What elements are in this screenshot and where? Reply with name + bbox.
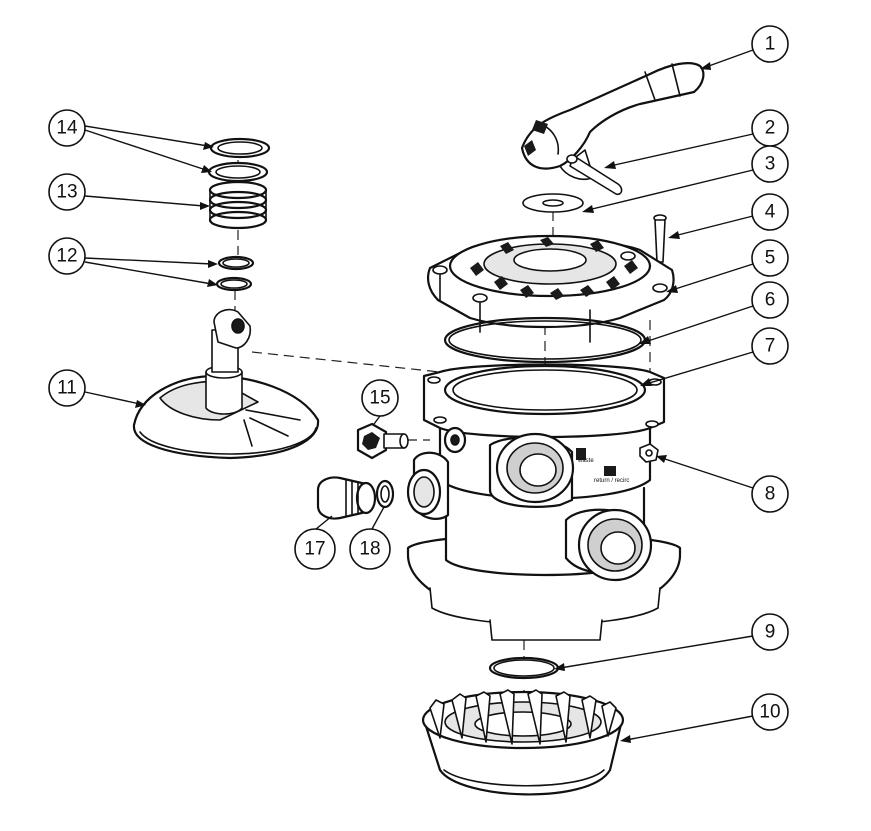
part-9-o-ring	[488, 656, 560, 680]
callout-8-label: 8	[765, 484, 776, 505]
callout-10-label: 10	[759, 702, 780, 723]
body-marking-waste: waste	[577, 458, 594, 464]
callout-9-label: 9	[765, 622, 776, 643]
callout-7: 7	[640, 327, 789, 386]
callout-12: 12	[48, 237, 218, 287]
callout-13-label: 13	[56, 182, 77, 203]
callout-3: 3	[582, 145, 789, 213]
callout-2-label: 2	[765, 118, 776, 139]
callout-4: 4	[668, 193, 789, 239]
callout-5: 5	[666, 239, 789, 293]
callouts: 1 2 3 4 5	[48, 25, 789, 743]
part-4-screw	[653, 214, 667, 263]
callout-6: 6	[639, 281, 789, 344]
callout-4-label: 4	[765, 202, 776, 223]
callout-1: 1	[700, 25, 789, 70]
part-7-valve-body	[406, 363, 682, 641]
part-2-pin	[566, 154, 623, 196]
cover-ribs	[470, 237, 638, 300]
part-17-plug	[316, 476, 377, 520]
callout-3-label: 3	[765, 154, 776, 175]
callout-17: 17	[294, 515, 336, 570]
waste-label-plate	[576, 448, 586, 460]
callout-2: 2	[604, 109, 789, 169]
part-12-o-rings	[215, 255, 255, 292]
callout-15: 15	[361, 379, 399, 425]
callout-14: 14	[48, 109, 214, 173]
callout-18: 18	[349, 506, 391, 570]
callout-5-label: 5	[765, 248, 776, 269]
callout-6-label: 6	[765, 290, 776, 311]
callout-8: 8	[656, 455, 789, 513]
part-3-washer	[522, 193, 584, 213]
part-10-crown-nut	[421, 689, 625, 796]
callout-10: 10	[620, 693, 789, 743]
callout-15-label: 15	[369, 388, 390, 409]
part-5-cover	[427, 234, 675, 343]
callout-11: 11	[48, 369, 146, 408]
body-marking-return: return / recirc	[594, 478, 629, 484]
callout-12-label: 12	[56, 246, 77, 267]
crown-teeth	[429, 689, 617, 745]
callout-7-label: 7	[765, 336, 776, 357]
part-11-rotor	[132, 308, 320, 460]
callout-14-label: 14	[56, 118, 78, 139]
callout-13: 13	[48, 173, 210, 211]
callout-9: 9	[554, 613, 789, 671]
part-13-spring	[208, 180, 268, 230]
part-15-bleed-valve	[356, 422, 409, 460]
part-1-handle	[520, 62, 705, 181]
part-18-seal	[375, 479, 395, 509]
return-label-plate	[604, 466, 616, 476]
part-8-nut	[639, 443, 659, 463]
callout-17-label: 17	[304, 539, 325, 560]
callout-18-label: 18	[359, 539, 380, 560]
callout-11-label: 11	[57, 378, 77, 399]
callout-1-label: 1	[765, 34, 776, 55]
part-14-washers	[207, 137, 271, 183]
